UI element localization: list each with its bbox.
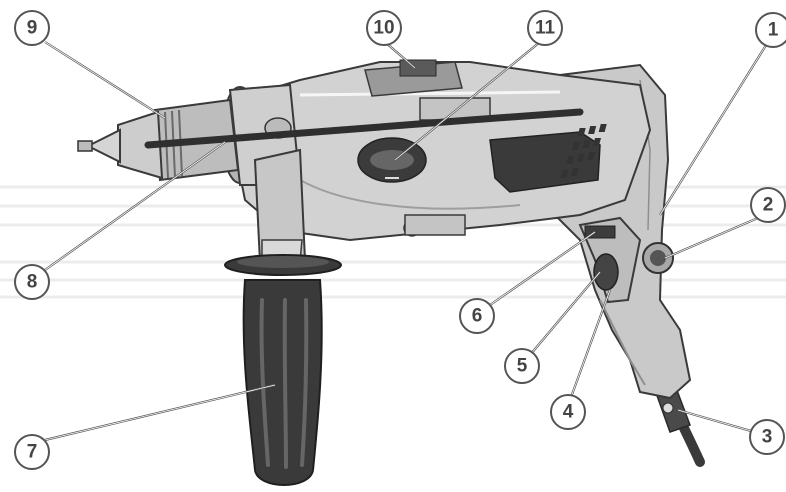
vent-grid xyxy=(560,124,607,178)
callout-5: 5 xyxy=(504,348,540,384)
callout-10: 10 xyxy=(366,10,402,46)
svg-text:4: 4 xyxy=(563,402,574,423)
svg-text:5: 5 xyxy=(517,356,528,377)
callout-1: 1 xyxy=(755,12,786,48)
callout-9: 9 xyxy=(14,10,50,46)
callout-4: 4 xyxy=(550,394,586,430)
drill-body xyxy=(233,59,652,242)
svg-text:7: 7 xyxy=(27,442,38,463)
svg-text:3: 3 xyxy=(762,427,773,448)
svg-text:8: 8 xyxy=(27,272,38,293)
leader-lines xyxy=(44,41,769,442)
svg-text:11: 11 xyxy=(535,18,556,39)
callout-3: 3 xyxy=(749,419,785,455)
svg-text:2: 2 xyxy=(763,195,774,216)
svg-text:9: 9 xyxy=(27,18,38,39)
callout-2: 2 xyxy=(750,187,786,223)
callout-7: 7 xyxy=(14,434,50,470)
trigger-assembly xyxy=(578,216,674,304)
auxiliary-handle xyxy=(224,148,342,486)
svg-text:1: 1 xyxy=(768,20,779,41)
speed-wheel xyxy=(593,253,619,291)
callout-8: 8 xyxy=(14,264,50,300)
depth-stop-rod xyxy=(144,108,584,149)
svg-text:10: 10 xyxy=(373,18,394,39)
callout-11: 11 xyxy=(527,10,563,46)
callout-6: 6 xyxy=(459,298,495,334)
svg-text:6: 6 xyxy=(472,306,483,327)
